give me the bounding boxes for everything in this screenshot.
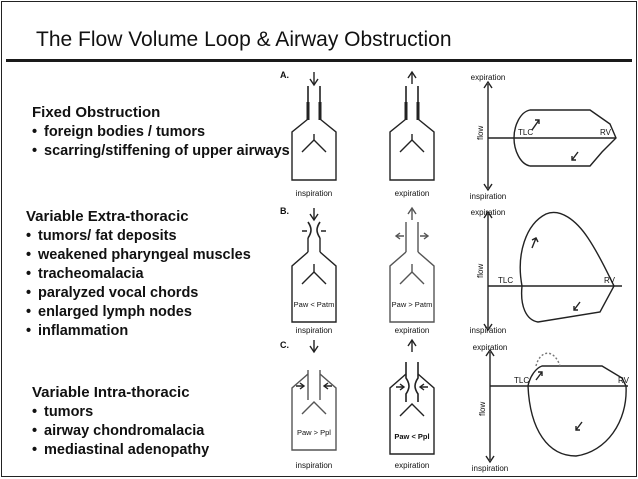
section-heading: Fixed Obstruction <box>32 104 161 121</box>
flow-volume-loop-b <box>483 210 622 332</box>
loop-expiration-label: expiration <box>473 343 508 352</box>
loop-rv-label: RV <box>604 276 616 285</box>
loop-tlc-label: TLC <box>498 276 513 285</box>
loop-expiration-label: expiration <box>471 208 506 217</box>
bullet-item: mediastinal adenopathy <box>32 441 312 460</box>
pressure-label-c-inspiration: Paw > Ppl <box>297 428 331 437</box>
bullet-item: tracheomalacia <box>26 265 306 284</box>
loop-flow-label: flow <box>476 126 485 140</box>
label-inspiration: inspiration <box>296 461 332 470</box>
loop-flow-label: flow <box>476 264 485 278</box>
label-expiration: expiration <box>395 326 430 335</box>
chest-diagram-c-inspiration <box>291 340 337 451</box>
flow-volume-loop-a <box>483 80 617 192</box>
bullet-item: inflammation <box>26 322 306 341</box>
chest-diagram-b-inspiration <box>291 208 337 323</box>
loop-inspiration-label: inspiration <box>472 464 508 473</box>
bullet-item: weakened pharyngeal muscles <box>26 246 306 265</box>
label-expiration: expiration <box>395 189 430 198</box>
pressure-label-b-expiration: Paw > Patm <box>392 300 433 309</box>
label-inspiration: inspiration <box>296 326 332 335</box>
loop-rv-label: RV <box>618 376 630 385</box>
flow-volume-loop-c <box>485 348 628 464</box>
bullet-item: foreign bodies / tumors <box>32 123 312 142</box>
panel-letter-c: C. <box>280 340 289 350</box>
bullet-item: enlarged lymph nodes <box>26 303 306 322</box>
chest-diagram-a-expiration <box>389 70 435 181</box>
bullet-list: foreign bodies / tumors scarring/stiffen… <box>32 123 312 161</box>
loop-tlc-label: TLC <box>514 376 529 385</box>
chest-diagram-b-expiration <box>389 206 435 323</box>
bullet-list: tumors airway chondromalacia mediastinal… <box>32 403 312 460</box>
bullet-item: paralyzed vocal chords <box>26 284 306 303</box>
label-expiration: expiration <box>395 461 430 470</box>
bullet-list: tumors/ fat deposits weakened pharyngeal… <box>26 227 306 341</box>
loop-inspiration-label: inspiration <box>470 326 506 335</box>
bullet-item: tumors/ fat deposits <box>26 227 306 246</box>
bullet-item: airway chondromalacia <box>32 422 312 441</box>
loop-expiration-label: expiration <box>471 73 506 82</box>
title-underline <box>6 59 632 62</box>
section-heading: Variable Extra-thoracic <box>26 208 189 225</box>
section-heading: Variable Intra-thoracic <box>32 384 190 401</box>
pressure-label-c-expiration: Paw < Ppl <box>394 432 429 441</box>
bullet-item: scarring/stiffening of upper airways <box>32 142 294 161</box>
panel-letter-b: B. <box>280 206 289 216</box>
loop-rv-label: RV <box>600 128 612 137</box>
loop-flow-label: flow <box>478 402 487 416</box>
section-fixed-obstruction: Fixed Obstruction foreign bodies / tumor… <box>32 104 312 161</box>
pressure-label-b-inspiration: Paw < Patm <box>294 300 335 309</box>
loop-inspiration-label: inspiration <box>470 192 506 201</box>
slide-title: The Flow Volume Loop & Airway Obstructio… <box>36 28 452 51</box>
panel-letter-a: A. <box>280 70 289 80</box>
section-variable-intrathoracic: Variable Intra-thoracic tumors airway ch… <box>32 384 312 460</box>
section-variable-extrathoracic: Variable Extra-thoracic tumors/ fat depo… <box>26 208 306 341</box>
chest-diagram-c-expiration <box>389 338 435 455</box>
loop-tlc-label: TLC <box>518 128 533 137</box>
chest-diagram-a-inspiration <box>291 72 337 181</box>
bullet-item: tumors <box>32 403 312 422</box>
label-inspiration: inspiration <box>296 189 332 198</box>
